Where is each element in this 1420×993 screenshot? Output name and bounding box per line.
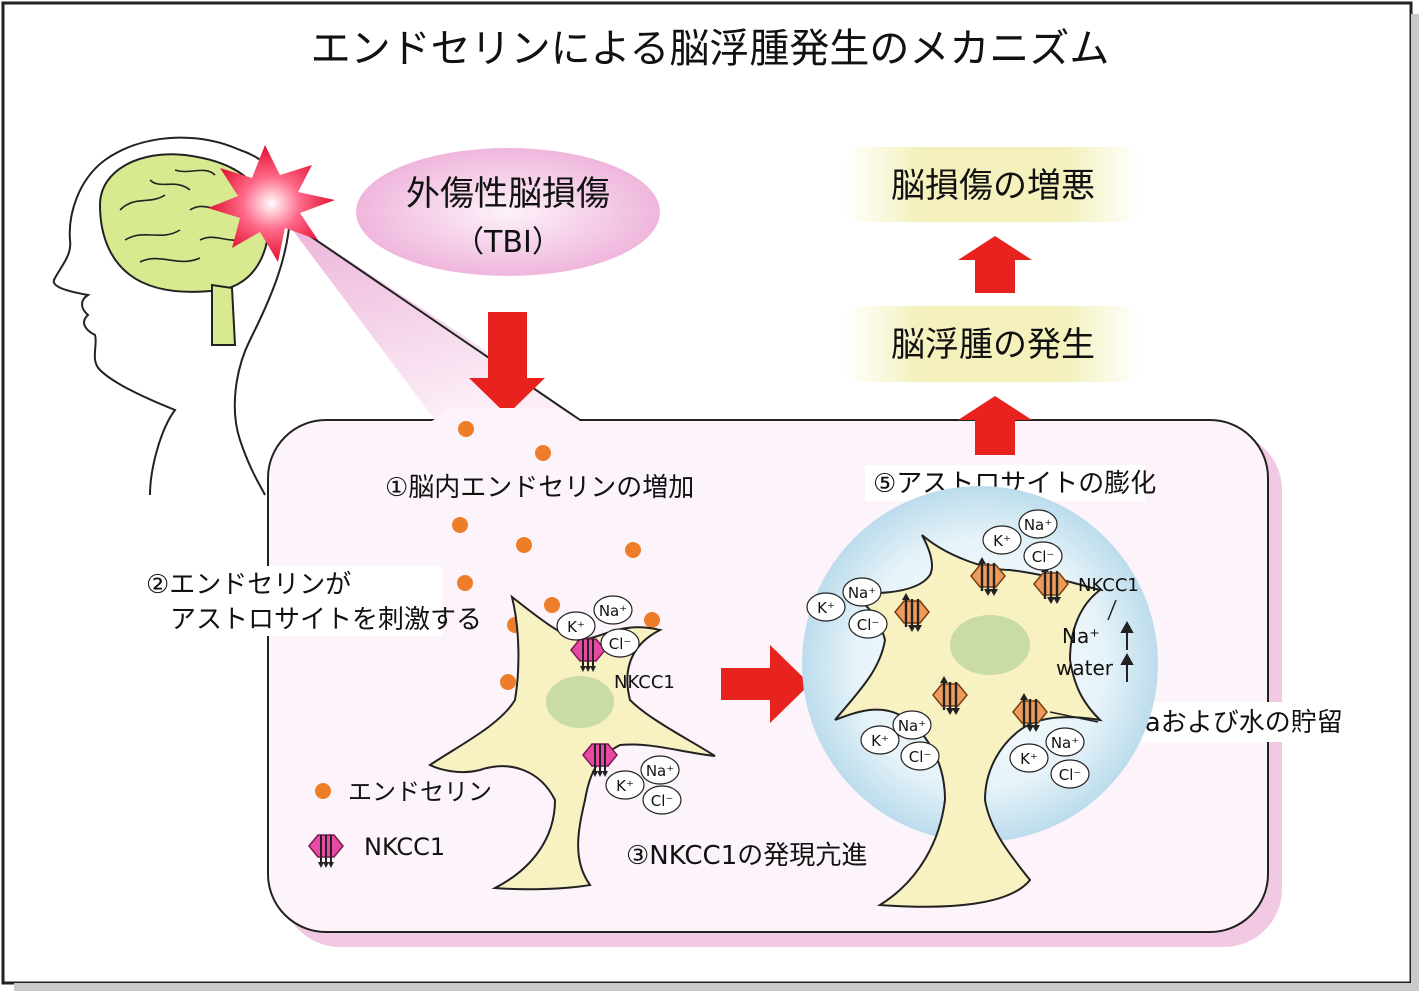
arrow-right-icon <box>721 645 810 723</box>
ion-na: Na⁺ <box>599 602 627 620</box>
step-2-label-line1: ②エンドセリンが <box>146 570 351 600</box>
brain-stem-icon <box>211 283 237 346</box>
up-indicator-icons <box>1120 620 1134 682</box>
nucleus-swollen <box>950 615 1030 675</box>
ion-group-right-bottom-left: K⁺ Na⁺ Cl⁻ <box>860 710 940 771</box>
ion-cl: Cl⁻ <box>1059 766 1082 784</box>
ion-na: Na⁺ <box>1051 734 1079 752</box>
page-title: エンドセリンによる脳浮腫発生のメカニズム <box>311 26 1110 72</box>
ion-cl: Cl⁻ <box>651 792 674 810</box>
ion-k: K⁺ <box>817 599 835 617</box>
ion-cl: Cl⁻ <box>1032 548 1055 566</box>
step-3-label: ③NKCC1の発現亢進 <box>626 841 867 871</box>
brain-icon <box>98 153 270 293</box>
legend-endothelin-dot <box>315 783 331 799</box>
ion-na: Na⁺ <box>898 717 926 735</box>
ion-k: K⁺ <box>1020 750 1038 768</box>
arrow-up-icon-bottom <box>958 396 1032 455</box>
step-1-label: ①脳内エンドセリンの増加 <box>385 473 694 503</box>
ion-na: Na⁺ <box>1024 516 1052 534</box>
legend-nkcc1-label: NKCC1 <box>364 833 445 861</box>
tbi-abbrev: （TBI） <box>454 225 562 260</box>
step-4-pointer-line <box>1049 711 1099 723</box>
ion-k: K⁺ <box>871 732 889 750</box>
water-increase-label: water <box>1056 656 1114 680</box>
ion-cl: Cl⁻ <box>609 635 632 653</box>
step-2-label-line2: アストロサイトを刺激する <box>170 605 482 635</box>
astrocyte-normal <box>428 594 716 891</box>
outcome-worsening: 脳損傷の増悪 <box>891 166 1095 206</box>
ion-group-right-top: K⁺ Na⁺ Cl⁻ <box>982 509 1063 571</box>
nkcc1-label-left: NKCC1 <box>614 672 675 693</box>
outcome-edema: 脳浮腫の発生 <box>891 325 1095 365</box>
ion-cl: Cl⁻ <box>857 616 880 634</box>
ion-group-right-bottom-right: K⁺ Na⁺ Cl⁻ <box>1009 727 1090 789</box>
ion-na: Na⁺ <box>646 762 674 780</box>
nkcc1-pointer-line <box>1107 599 1117 621</box>
ion-k: K⁺ <box>616 777 634 795</box>
outcome-box-worsening <box>845 147 1140 222</box>
ion-group-left-top: K⁺ Na⁺ Cl⁻ <box>556 595 640 658</box>
arrow-up-icon-top <box>958 236 1032 293</box>
frame-shadow-right <box>1411 14 1419 991</box>
nkcc1-label-right: NKCC1 <box>1078 575 1139 596</box>
na-increase-label: Na⁺ <box>1062 624 1100 648</box>
ion-k: K⁺ <box>993 532 1011 550</box>
ion-group-right-left: K⁺ Na⁺ Cl⁻ <box>806 577 888 639</box>
injury-burst-icon <box>208 145 335 262</box>
ion-na: Na⁺ <box>848 584 876 602</box>
nucleus-normal <box>546 676 614 728</box>
tbi-ellipse <box>356 148 660 276</box>
ion-group-left-bottom: K⁺ Na⁺ Cl⁻ <box>605 755 682 815</box>
ion-k: K⁺ <box>567 618 585 636</box>
ion-cl: Cl⁻ <box>909 748 932 766</box>
tbi-label: 外傷性脳損傷 <box>406 174 610 214</box>
outcome-box-edema <box>845 306 1140 382</box>
frame-shadow-bottom <box>14 983 1414 991</box>
legend-endothelin-label: エンドセリン <box>348 778 492 806</box>
arrow-down-icon <box>469 312 545 415</box>
endothelin-dots <box>452 421 660 690</box>
